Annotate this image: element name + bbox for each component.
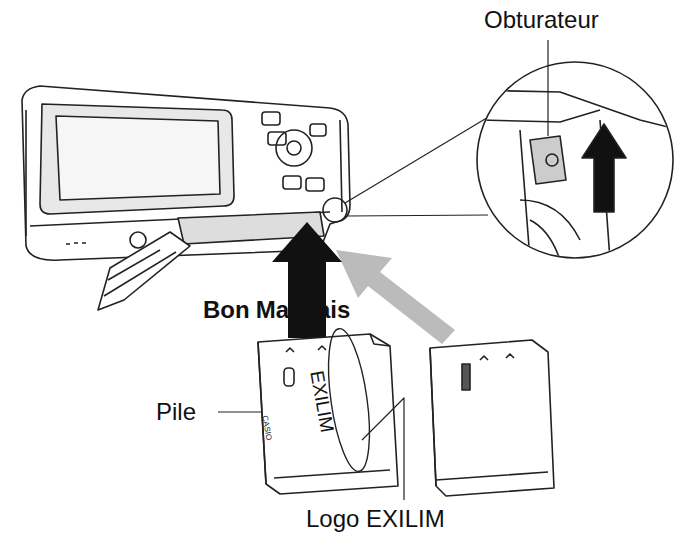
battery-contact xyxy=(462,364,470,390)
zoom-detail xyxy=(520,200,580,260)
button xyxy=(262,112,280,125)
battery-contact xyxy=(480,354,514,360)
zoom-circle xyxy=(477,62,673,258)
part-label: Logo EXILIM xyxy=(306,507,445,531)
screen-glass xyxy=(56,116,220,200)
battery-mark xyxy=(284,368,294,386)
battery-edge xyxy=(258,334,390,484)
cover-ridge xyxy=(104,250,176,296)
camera-screen xyxy=(40,104,234,214)
leader-line xyxy=(218,411,262,412)
battery-bad xyxy=(430,340,554,496)
verdict-label: Mauvais xyxy=(256,298,351,322)
battery-cover xyxy=(98,232,190,310)
dial xyxy=(276,130,312,166)
part-label: Obturateur xyxy=(484,8,599,32)
latch-hole xyxy=(546,154,558,166)
verdict-label: Bon xyxy=(203,298,250,322)
zoom-detail xyxy=(470,90,680,260)
part-label: Pile xyxy=(156,400,196,424)
battery-good xyxy=(258,334,398,494)
up-arrow xyxy=(582,124,626,212)
shutter-latch xyxy=(530,136,566,184)
wrong-arrow xyxy=(336,250,455,344)
button xyxy=(283,176,301,189)
leader-line xyxy=(547,40,548,136)
dial xyxy=(287,141,301,155)
tripod-socket xyxy=(130,232,146,248)
zoom-spot xyxy=(323,198,347,222)
leader-line xyxy=(362,398,404,500)
button xyxy=(310,124,326,136)
button xyxy=(306,178,324,191)
battery-edge xyxy=(430,348,548,486)
speaker xyxy=(66,243,86,244)
battery-contact xyxy=(286,346,326,352)
